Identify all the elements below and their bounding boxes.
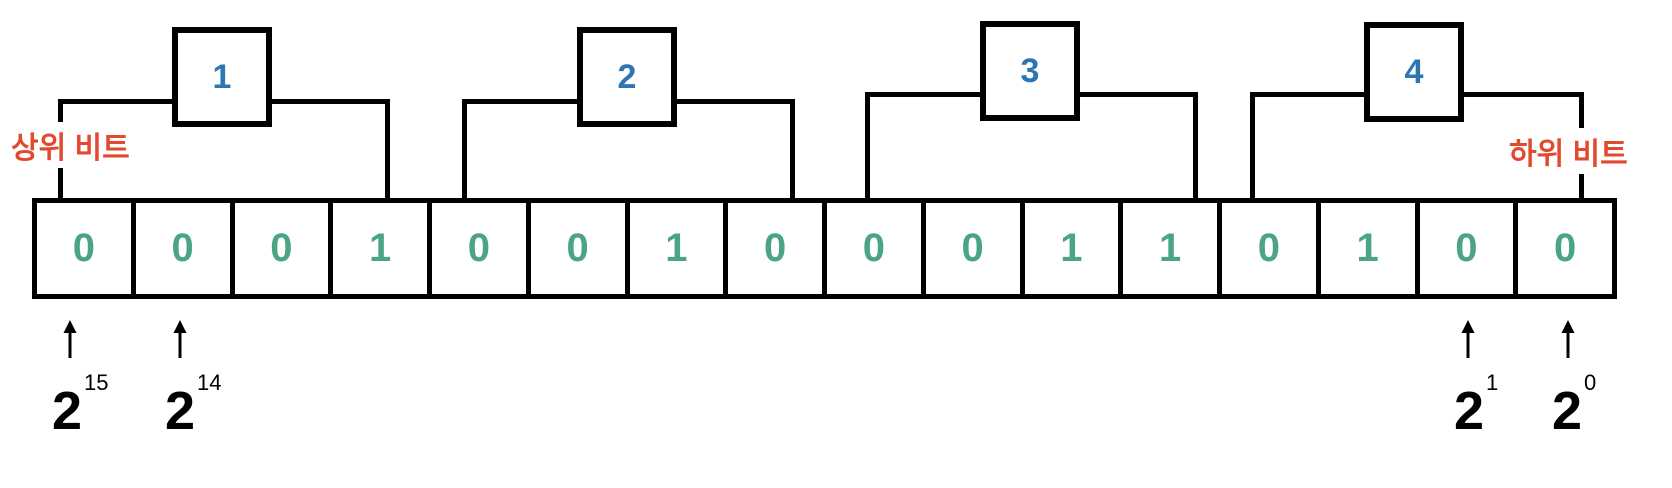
bit-value: 1 (665, 226, 688, 270)
group-4-bracket-left (1250, 92, 1255, 198)
bit-value: 0 (171, 226, 194, 270)
bit-cell-14: 0 (1420, 203, 1519, 294)
power-base: 2 (52, 381, 83, 441)
group-4-box: 4 (1364, 22, 1464, 122)
bit-value: 0 (1554, 226, 1577, 270)
bit-cell-0: 0 (37, 203, 136, 294)
bit-value: 1 (1159, 226, 1182, 270)
up-arrow-bit15 (63, 320, 77, 358)
group-2-bracket-left (462, 99, 467, 198)
bit-value: 0 (1257, 226, 1280, 270)
bit-value: 0 (862, 226, 885, 270)
bit-value: 0 (1455, 226, 1478, 270)
up-arrow-bit1 (1461, 320, 1475, 358)
bit-cell-8: 0 (827, 203, 926, 294)
bit-cell-9: 0 (926, 203, 1025, 294)
group-2-bracket-right (790, 99, 795, 198)
bit-value: 0 (467, 226, 490, 270)
bit-value: 0 (566, 226, 589, 270)
group-2-number: 2 (617, 57, 637, 96)
bit-cell-13: 1 (1321, 203, 1420, 294)
up-arrow-bit0 (1561, 320, 1575, 358)
power-base: 2 (1454, 381, 1485, 441)
bit-cell-6: 1 (630, 203, 729, 294)
bit-value: 1 (1060, 226, 1083, 270)
group-4-number: 4 (1404, 52, 1424, 91)
bit-cell-10: 1 (1025, 203, 1124, 294)
group-3-number: 3 (1020, 51, 1040, 90)
bit-row: 0 0 0 1 0 0 1 0 0 0 1 1 0 1 0 0 (32, 198, 1617, 299)
power-exponent: 14 (197, 370, 222, 395)
bit-value: 0 (961, 226, 984, 270)
group-2-box: 2 (577, 27, 677, 127)
bit-cell-5: 0 (531, 203, 630, 294)
bit-cell-15: 0 (1518, 203, 1612, 294)
bit-value: 0 (764, 226, 787, 270)
group-1-number: 1 (212, 57, 232, 96)
bit-cell-1: 0 (136, 203, 235, 294)
group-1-bracket-right (385, 99, 390, 198)
bit-cell-4: 0 (432, 203, 531, 294)
power-exponent: 15 (84, 370, 109, 395)
bit-cell-7: 0 (728, 203, 827, 294)
bit-cell-3: 1 (333, 203, 432, 294)
bit-cell-12: 0 (1222, 203, 1321, 294)
bit-value: 0 (270, 226, 293, 270)
bit-cell-2: 0 (235, 203, 334, 294)
bit-value: 0 (72, 226, 95, 270)
bit-value: 1 (1356, 226, 1379, 270)
up-arrow-bit14 (173, 320, 187, 358)
power-base: 2 (1552, 381, 1583, 441)
power-exponent: 1 (1486, 370, 1499, 395)
group-3-bracket-right (1193, 92, 1198, 198)
group-3-bracket-left (865, 92, 870, 198)
group-1-box: 1 (172, 27, 272, 127)
power-exponent: 0 (1584, 370, 1597, 395)
group-3-box: 3 (980, 21, 1080, 121)
bit-value: 1 (369, 226, 392, 270)
power-base: 2 (165, 381, 196, 441)
lsb-label: 하위 비트 (1506, 128, 1631, 174)
msb-label: 상위 비트 (8, 122, 133, 168)
bit-cell-11: 1 (1123, 203, 1222, 294)
